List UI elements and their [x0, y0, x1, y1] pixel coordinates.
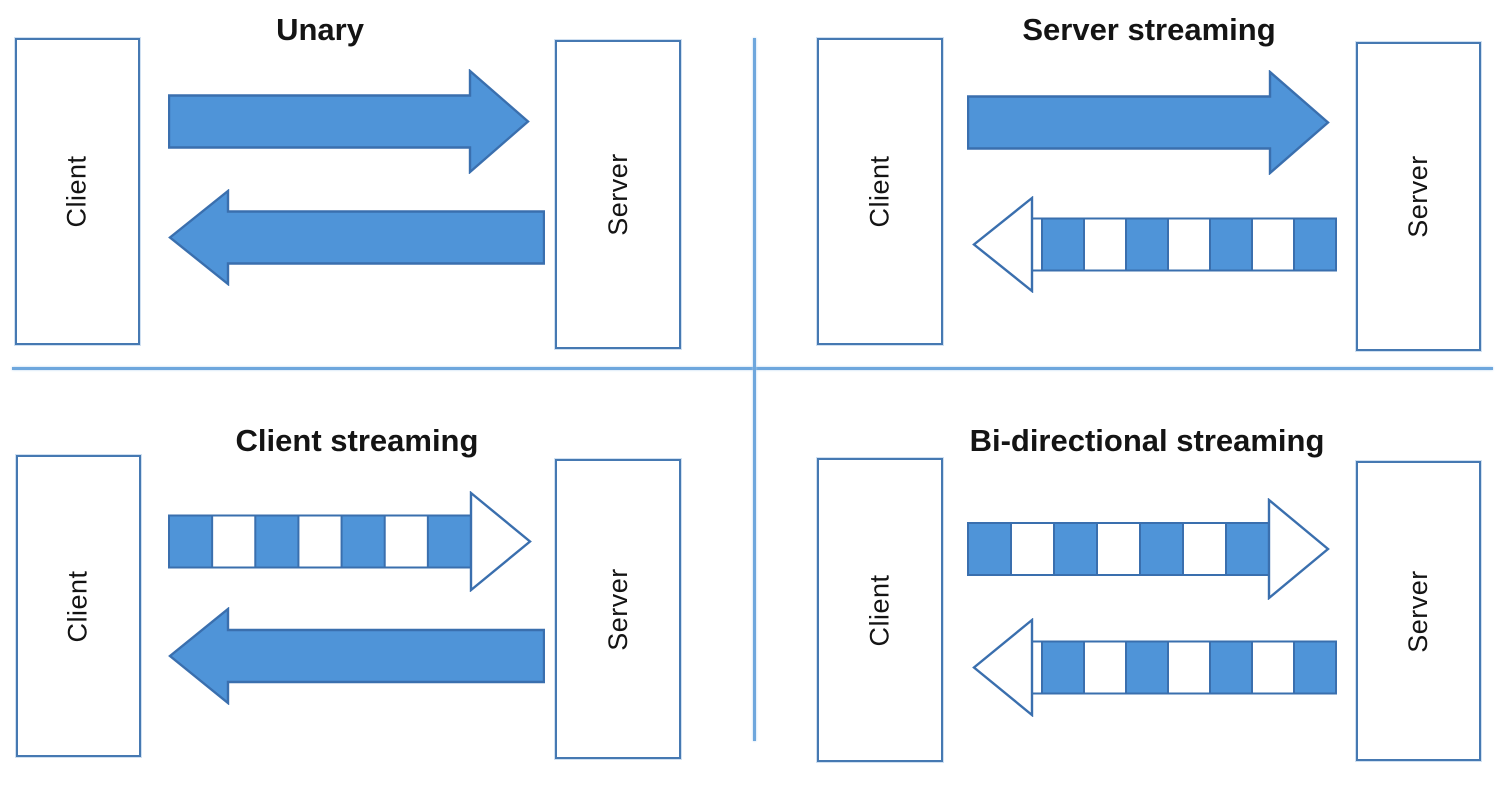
- quadrant-title: Client streaming: [235, 423, 479, 458]
- vertical-divider-line: [753, 38, 756, 741]
- server-box: Server: [1356, 42, 1481, 351]
- unary-request-arrow: [168, 69, 530, 174]
- client-streaming-response-arrow: [168, 607, 545, 705]
- client-box: Client: [817, 458, 943, 762]
- quadrant-title: Bi-directional streaming: [969, 423, 1325, 458]
- client-label: Client: [63, 569, 93, 643]
- horizontal-divider-line: [12, 367, 1493, 370]
- client-box: Client: [817, 38, 943, 345]
- unary-response-arrow: [168, 189, 545, 286]
- client-box: Client: [15, 38, 140, 345]
- server-label: Server: [602, 153, 633, 236]
- server-label: Server: [1403, 155, 1433, 238]
- quadrant-title: Unary: [276, 12, 364, 47]
- client-streaming-request-stream-arrow: [168, 491, 532, 592]
- server-box: Server: [555, 459, 681, 759]
- server-label: Server: [602, 567, 633, 651]
- bidirectional-request-stream-arrow: [967, 498, 1330, 600]
- server-streaming-response-stream-arrow: [972, 196, 1337, 293]
- quadrant-title: Server streaming: [1022, 12, 1276, 47]
- client-label: Client: [864, 573, 895, 647]
- server-box: Server: [1356, 461, 1481, 761]
- server-streaming-request-arrow: [967, 70, 1330, 175]
- client-label: Client: [62, 155, 92, 228]
- server-box: Server: [555, 40, 681, 349]
- client-box: Client: [16, 455, 141, 757]
- client-label: Client: [864, 155, 895, 228]
- server-label: Server: [1403, 569, 1433, 653]
- bidirectional-response-stream-arrow: [972, 618, 1337, 717]
